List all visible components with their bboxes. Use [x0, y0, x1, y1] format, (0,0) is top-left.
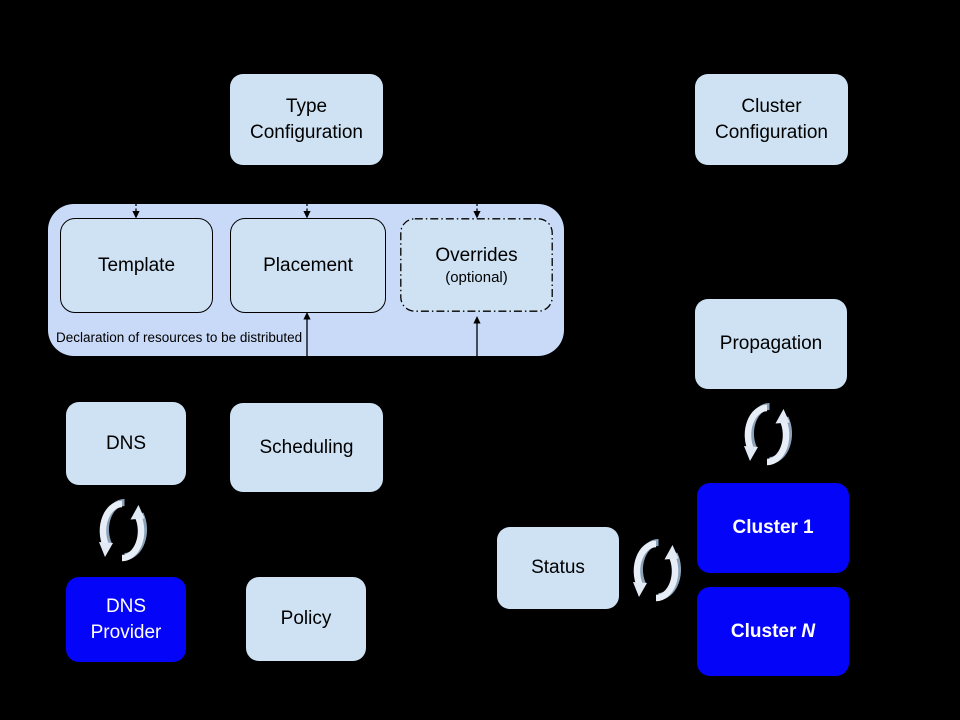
node-scheduling: Scheduling — [230, 403, 383, 492]
node-label: Overrides — [435, 245, 518, 267]
node-label: Propagation — [719, 333, 823, 355]
node-label: Type — [285, 95, 328, 117]
node-dns: DNS — [66, 402, 186, 485]
node-cluster-configuration: Cluster Configuration — [695, 74, 848, 165]
node-overrides: Overrides (optional) — [400, 218, 553, 312]
node-label: DNS — [105, 432, 147, 454]
node-sublabel: (optional) — [445, 268, 508, 286]
node-dns-provider: DNS Provider — [66, 577, 186, 662]
sync-arrows-icon — [741, 399, 793, 471]
sync-arrows-icon — [630, 535, 682, 607]
dash-dot-border — [400, 218, 553, 312]
node-label: Scheduling — [259, 436, 354, 458]
cluster-label-prefix: Cluster — [730, 620, 797, 642]
node-label: Cluster — [741, 95, 802, 117]
node-label: DNS — [105, 595, 147, 617]
sync-arrows-icon — [96, 495, 148, 567]
node-label: Template — [97, 254, 176, 276]
node-label: Status — [531, 557, 585, 579]
node-policy: Policy — [246, 577, 366, 661]
node-type-configuration: Type Configuration — [230, 74, 383, 165]
cluster-label-suffix: 1 — [802, 517, 814, 539]
node-label: Placement — [263, 254, 353, 276]
node-template: Template — [60, 218, 213, 313]
node-label: Configuration — [714, 121, 829, 143]
container-caption: Declaration of resources to be distribut… — [56, 330, 303, 345]
node-label: Configuration — [249, 121, 364, 143]
node-placement: Placement — [230, 218, 386, 313]
node-status: Status — [497, 527, 619, 609]
node-propagation: Propagation — [695, 299, 847, 389]
node-label: Policy — [280, 608, 332, 630]
cluster-label-suffix: N — [801, 620, 816, 642]
node-label: Provider — [90, 621, 162, 643]
cluster-label-prefix: Cluster — [732, 517, 798, 539]
